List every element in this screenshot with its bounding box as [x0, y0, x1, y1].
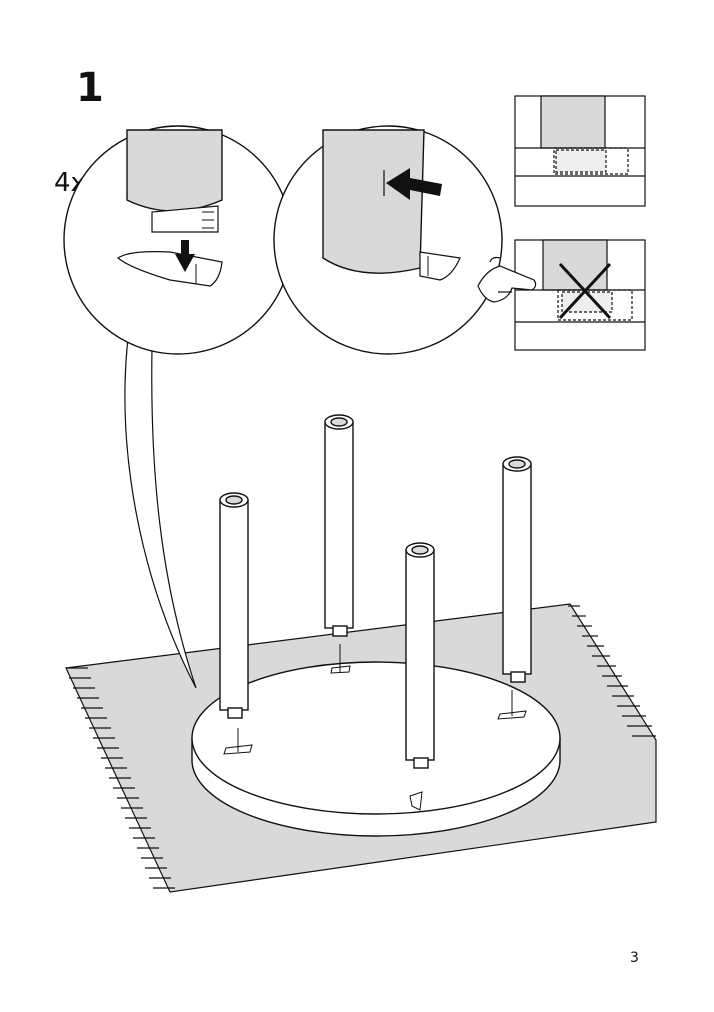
page-number: 3: [630, 950, 639, 966]
arrow-down-icon: [175, 240, 195, 272]
table-leg-right: [502, 456, 532, 683]
cross-mark-icon: [558, 262, 612, 320]
pointing-hand-icon: [477, 256, 537, 303]
table-leg-front: [405, 542, 435, 769]
detail-circle-side: [273, 125, 503, 355]
rug-fringe-right: [568, 605, 656, 737]
step-number: 1: [76, 65, 104, 111]
arrow-left-icon: [386, 168, 442, 200]
table-leg-left: [219, 492, 249, 719]
table-top: [191, 661, 561, 837]
detail-leg-insert: [116, 129, 223, 287]
table-leg-back: [324, 414, 354, 637]
correct-panel: [514, 95, 646, 207]
rug-fringe-left: [66, 667, 175, 889]
leg-plate-marks: [223, 644, 527, 811]
